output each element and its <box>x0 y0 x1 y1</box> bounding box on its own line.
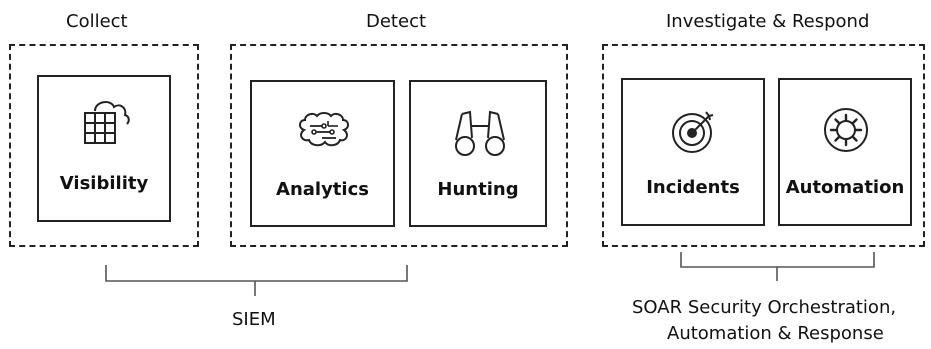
analytics-label: Analytics <box>276 179 369 200</box>
collect-group <box>9 44 199 247</box>
automation-card: Automation <box>778 78 912 226</box>
soar-label-line2: Automation & Response <box>667 323 884 344</box>
collect-title: Collect <box>66 11 128 32</box>
automation-label: Automation <box>785 177 905 198</box>
detect-title: Detect <box>366 11 427 32</box>
incidents-label: Incidents <box>646 177 740 198</box>
table-cloud-icon <box>81 97 133 151</box>
visibility-label: Visibility <box>59 173 149 194</box>
siem-label: SIEM <box>232 309 276 330</box>
analytics-card: Analytics <box>250 80 395 227</box>
visibility-card: Visibility <box>37 75 171 222</box>
gear-icon <box>822 106 870 158</box>
detect-group <box>230 44 568 247</box>
binoculars-icon <box>454 108 506 160</box>
incidents-card: Incidents <box>621 78 765 226</box>
hunting-card: Hunting <box>409 80 547 227</box>
brain-circuit-icon <box>296 112 352 152</box>
target-icon <box>669 106 719 160</box>
hunting-label: Hunting <box>437 179 519 200</box>
soar-label-line1: SOAR Security Orchestration, <box>632 297 897 318</box>
respond-group <box>602 44 925 247</box>
investigate-respond-title: Investigate & Respond <box>666 11 870 32</box>
